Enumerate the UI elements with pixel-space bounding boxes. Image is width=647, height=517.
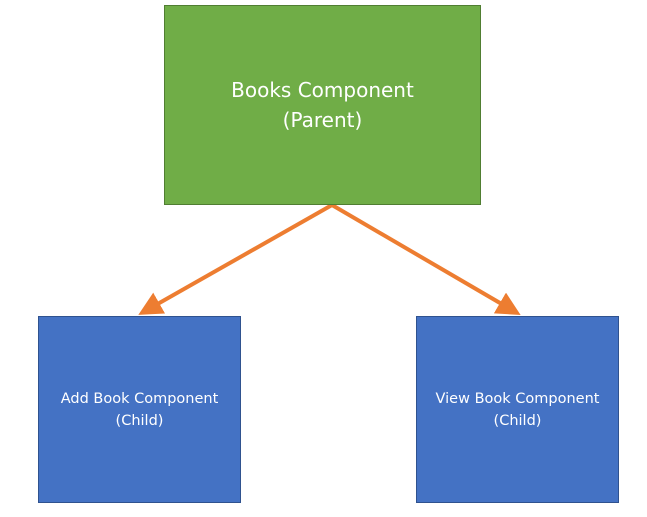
arrow-to-view-book	[330, 203, 521, 316]
view-book-component-box: View Book Component (Child)	[416, 316, 619, 503]
child-title: View Book Component	[435, 390, 600, 407]
parent-role: (Parent)	[282, 108, 363, 132]
child-role: (Child)	[115, 412, 164, 429]
add-book-component-box: Add Book Component (Child)	[38, 316, 241, 503]
child-role: (Child)	[493, 412, 542, 429]
arrow-to-add-book	[138, 203, 333, 315]
parent-title: Books Component	[231, 78, 414, 102]
books-component-box: Books Component (Parent)	[164, 5, 481, 205]
child-title: Add Book Component	[60, 390, 219, 407]
